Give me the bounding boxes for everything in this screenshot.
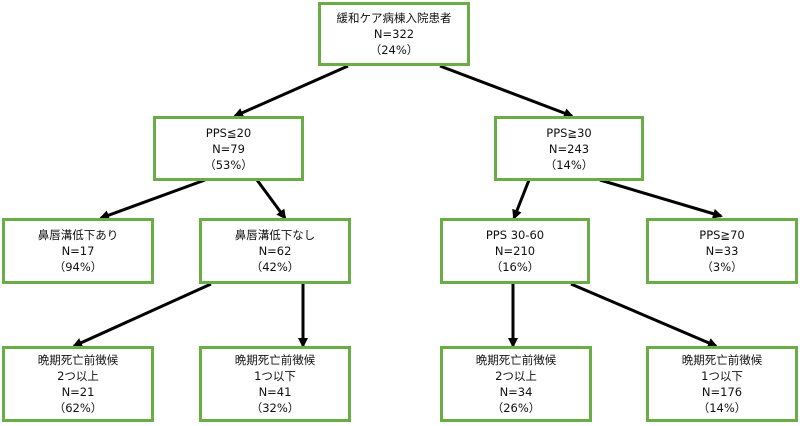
- node-count: N=62: [258, 244, 292, 258]
- node-subtitle: 1つ以下: [701, 369, 743, 383]
- node-title: 晩期死亡前徴候: [475, 353, 557, 367]
- node-count: N=34: [499, 385, 533, 399]
- edge-pps-ge30-to-pps-ge70: [599, 178, 723, 219]
- node-pps-le20: PPS≦20 N=79 （53%）: [153, 116, 304, 181]
- node-pps-ge30: PPS≧30 N=243 （14%）: [494, 116, 644, 181]
- node-count: N=33: [705, 244, 739, 258]
- node-title: 晩期死亡前徴候: [681, 353, 763, 367]
- edge-root-to-pps-ge30: [439, 64, 574, 118]
- node-count: N=243: [548, 141, 590, 156]
- node-sign1-b: 晩期死亡前徴候 1つ以下 N=176 （14%）: [646, 346, 798, 422]
- node-title: 鼻唇溝低下なし: [234, 228, 316, 242]
- node-count: N=17: [61, 244, 95, 258]
- node-percent: （42%）: [250, 260, 300, 274]
- node-percent: （62%）: [53, 401, 103, 415]
- node-count: N=41: [258, 385, 292, 399]
- node-title: 鼻唇溝低下あり: [37, 228, 119, 242]
- node-sign1-a: 晩期死亡前徴候 1つ以下 N=41 （32%）: [199, 346, 351, 422]
- node-count: N=210: [494, 244, 536, 258]
- node-percent: （3%）: [701, 260, 743, 274]
- edge-pps-ge30-to-pps-30-60: [512, 179, 531, 220]
- node-sign2-a: 晩期死亡前徴候 2つ以上 N=21 （62%）: [2, 346, 154, 422]
- node-title: PPS≦20: [205, 125, 252, 140]
- node-title: 晩期死亡前徴候: [37, 353, 119, 367]
- node-count: N=322: [373, 27, 415, 41]
- node-percent: （14%）: [544, 157, 594, 172]
- edge-pps-le20-to-nl-fall-yes: [99, 178, 206, 220]
- node-percent: （26%）: [491, 401, 541, 415]
- node-percent: （32%）: [250, 401, 300, 415]
- node-percent: （16%）: [490, 260, 540, 274]
- edge-pps-le20-to-nl-fall-no: [255, 179, 287, 220]
- node-title: 緩和ケア病棟入院患者: [336, 11, 452, 25]
- node-count: N=79: [212, 141, 245, 156]
- node-percent: （53%）: [204, 157, 253, 172]
- edge-pps-30-60-to-sign1-b: [570, 282, 718, 348]
- node-count: N=176: [701, 385, 743, 399]
- node-nl-fall-no: 鼻唇溝低下なし N=62 （42%）: [199, 218, 351, 284]
- node-sign2-b: 晩期死亡前徴候 2つ以上 N=34 （26%）: [440, 346, 592, 422]
- node-title: PPS 30-60: [485, 228, 545, 242]
- node-title: PPS≧30: [546, 125, 592, 140]
- node-percent: （24%）: [369, 43, 419, 57]
- node-count: N=21: [61, 385, 95, 399]
- node-percent: （94%）: [53, 260, 103, 274]
- node-subtitle: 2つ以上: [57, 369, 99, 383]
- node-root: 緩和ケア病棟入院患者 N=322 （24%）: [318, 2, 470, 66]
- node-pps-ge70: PPS≧70 N=33 （3%）: [646, 218, 798, 284]
- node-percent: （14%）: [697, 401, 747, 415]
- edge-nl-fall-no-to-sign2-a: [72, 282, 212, 348]
- node-pps-30-60: PPS 30-60 N=210 （16%）: [440, 218, 590, 284]
- node-nl-fall-yes: 鼻唇溝低下あり N=17 （94%）: [2, 218, 154, 284]
- node-subtitle: 2つ以上: [495, 369, 537, 383]
- node-title: PPS≧70: [699, 228, 745, 242]
- edge-root-to-pps-le20: [233, 64, 349, 118]
- node-subtitle: 1つ以下: [254, 369, 296, 383]
- node-title: 晩期死亡前徴候: [234, 353, 316, 367]
